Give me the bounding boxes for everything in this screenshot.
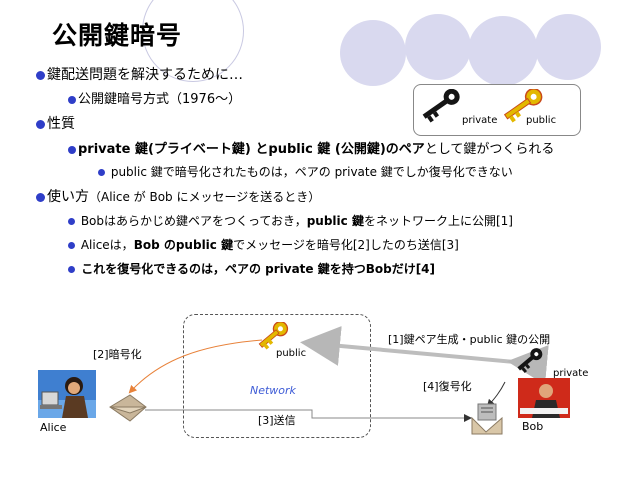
bob-private-key-icon	[517, 348, 543, 374]
bullet-key-pair: private 鍵(プライベート鍵) とpublic 鍵 (公開鍵)のペアとして…	[68, 138, 554, 157]
network-public-label: public	[276, 348, 307, 359]
page-title: 公開鍵暗号	[52, 21, 183, 50]
network-public-key-icon	[258, 322, 289, 350]
public-key-label: public	[526, 115, 557, 126]
encrypted-envelope-icon	[109, 394, 147, 422]
key-pair-box: private public	[413, 84, 581, 136]
decor-circle-4	[535, 14, 601, 80]
private-key-icon	[422, 89, 460, 123]
step1-label: [1]鍵ペア生成・public 鍵の公開	[388, 333, 551, 346]
bob-icon	[518, 378, 570, 418]
bullet-dot-icon	[68, 242, 75, 249]
bob-private-label: private	[553, 368, 589, 379]
alice-icon	[38, 370, 96, 418]
decor-circle-1	[340, 20, 406, 86]
bullet-bob-publishes: Bobはあらかじめ鍵ペアをつくっておき，public 鍵をネットワーク上に公開[…	[68, 212, 513, 229]
bullet-decrypt-only-private: public 鍵で暗号化されたものは，ペアの private 鍵でしか復号化でき…	[98, 163, 513, 180]
bullet-dot-icon	[68, 95, 76, 104]
decor-circle-3	[468, 16, 538, 86]
bullet-dot-icon	[68, 218, 75, 225]
bob-label: Bob	[522, 420, 544, 433]
bullet-alice-encrypts: Aliceは，Bob のpublic 鍵でメッセージを暗号化[2]したのち送信[…	[68, 236, 459, 253]
alice-label: Alice	[40, 421, 67, 434]
bullet-properties: 性質	[36, 113, 75, 133]
bullet-dot-icon	[36, 119, 45, 129]
bullet-dot-icon	[98, 169, 105, 176]
bullet-dot-icon	[68, 266, 75, 273]
bullet-public-key-method: 公開鍵暗号方式（1976〜）	[68, 88, 241, 107]
step3-label: [3]送信	[258, 414, 296, 427]
step2-label: [2]暗号化	[93, 348, 142, 361]
public-key-icon	[503, 89, 543, 123]
bullet-dot-icon	[36, 70, 45, 80]
decrypted-envelope-icon	[471, 403, 503, 435]
bullet-dot-icon	[68, 145, 76, 154]
bullet-key-distribution: 鍵配送問題を解決するために…	[36, 64, 243, 84]
bullet-only-bob-decrypts: これを復号化できるのは，ペアの private 鍵を持つBobだけ[4]	[68, 260, 435, 277]
private-key-label: private	[462, 115, 498, 126]
bullet-usage: 使い方（Alice が Bob にメッセージを送るとき）	[36, 186, 320, 206]
step4-label: [4]復号化	[423, 380, 472, 393]
bullet-dot-icon	[36, 192, 45, 202]
decor-circle-2	[405, 14, 471, 80]
network-label: Network	[250, 384, 296, 397]
